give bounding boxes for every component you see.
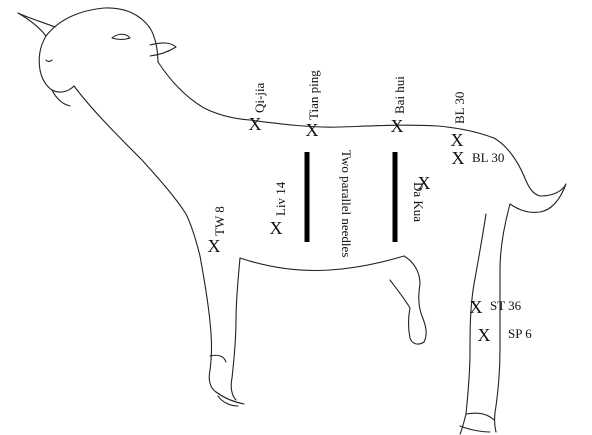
acupoint-label: Da Kua bbox=[411, 182, 426, 222]
needles-label: Two parallel needles bbox=[339, 150, 354, 257]
acupoint-label: Liv 14 bbox=[273, 181, 288, 216]
acupoint-label: TW 8 bbox=[212, 206, 227, 236]
acupoint-label: Tian ping bbox=[306, 70, 321, 120]
acupoint-bl30-side: X BL 30 bbox=[452, 148, 505, 168]
acupoint-marker: X bbox=[270, 218, 283, 238]
acupoint-tw8: X TW 8 bbox=[208, 206, 228, 256]
acupoint-da-kua: X Da Kua bbox=[411, 173, 431, 222]
acupoint-label: Qi-jia bbox=[252, 82, 267, 113]
acupoint-label: BL 30 bbox=[452, 92, 467, 124]
acupoint-bl30-upper: X BL 30 bbox=[451, 92, 468, 150]
acupoint-qi-jia: X Qi-jia bbox=[249, 82, 268, 134]
acupoint-label: SP 6 bbox=[508, 326, 532, 341]
acupoint-bai-hui: X Bai hui bbox=[391, 76, 408, 136]
acupoint-marker: X bbox=[452, 148, 465, 168]
acupoint-marker: X bbox=[391, 116, 404, 136]
acupoint-marker: X bbox=[470, 297, 483, 317]
acupoint-marker: X bbox=[306, 120, 319, 140]
acupoint-marker: X bbox=[451, 130, 464, 150]
acupoint-label: Bai hui bbox=[392, 76, 407, 114]
acupoint-marker: X bbox=[208, 236, 221, 256]
acupoint-marker: X bbox=[478, 325, 491, 345]
acupoint-st36: X ST 36 bbox=[470, 297, 522, 317]
goat-outline bbox=[18, 8, 566, 434]
acupoint-sp6: X SP 6 bbox=[478, 325, 533, 345]
acupoint-label: BL 30 bbox=[472, 150, 504, 165]
acupoint-tian-ping: X Tian ping bbox=[306, 70, 322, 140]
acupoint-label: ST 36 bbox=[490, 298, 522, 313]
acupoint-liv14: X Liv 14 bbox=[270, 181, 289, 238]
two-parallel-needles: Two parallel needles bbox=[307, 150, 395, 257]
acupoint-marker: X bbox=[249, 114, 262, 134]
